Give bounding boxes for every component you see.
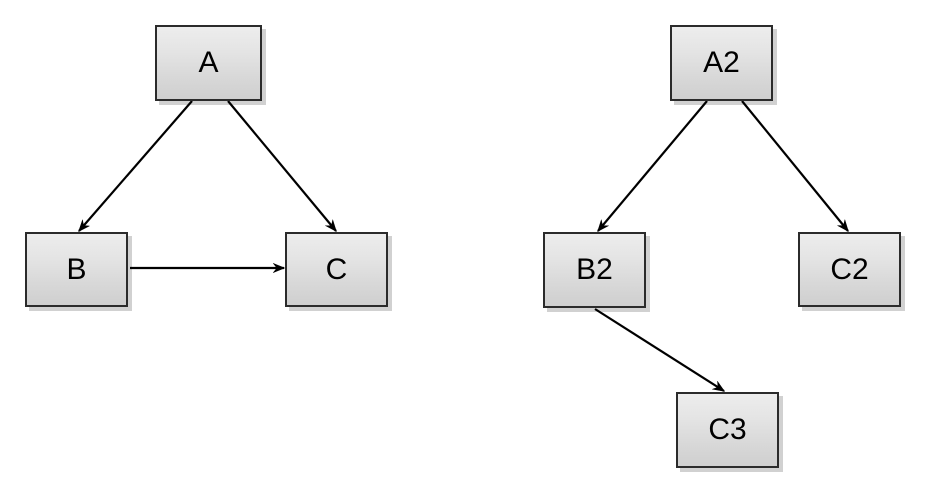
edge-a2-to-b2: [597, 100, 708, 231]
node-a2[interactable]: A2: [670, 25, 773, 101]
edge-b2-to-c3: [594, 308, 724, 392]
node-label-b: B: [66, 252, 87, 286]
node-c[interactable]: C: [285, 232, 388, 307]
node-label-a2: A2: [703, 46, 740, 79]
edge-a-to-c: [227, 100, 337, 231]
node-b[interactable]: B: [25, 232, 128, 307]
node-c2[interactable]: C2: [798, 232, 901, 307]
node-label-c3: C3: [708, 413, 747, 446]
node-label-a: A: [198, 46, 219, 79]
node-label-b2: B2: [576, 253, 613, 286]
node-label-c2: C2: [830, 252, 869, 286]
node-a[interactable]: A: [155, 25, 262, 101]
node-label-c: C: [325, 252, 348, 286]
edge-a2-to-c2: [741, 100, 849, 231]
node-b2[interactable]: B2: [543, 232, 646, 308]
node-c3[interactable]: C3: [676, 392, 779, 468]
edge-group: [79, 100, 849, 392]
edge-a-to-b: [79, 100, 193, 231]
